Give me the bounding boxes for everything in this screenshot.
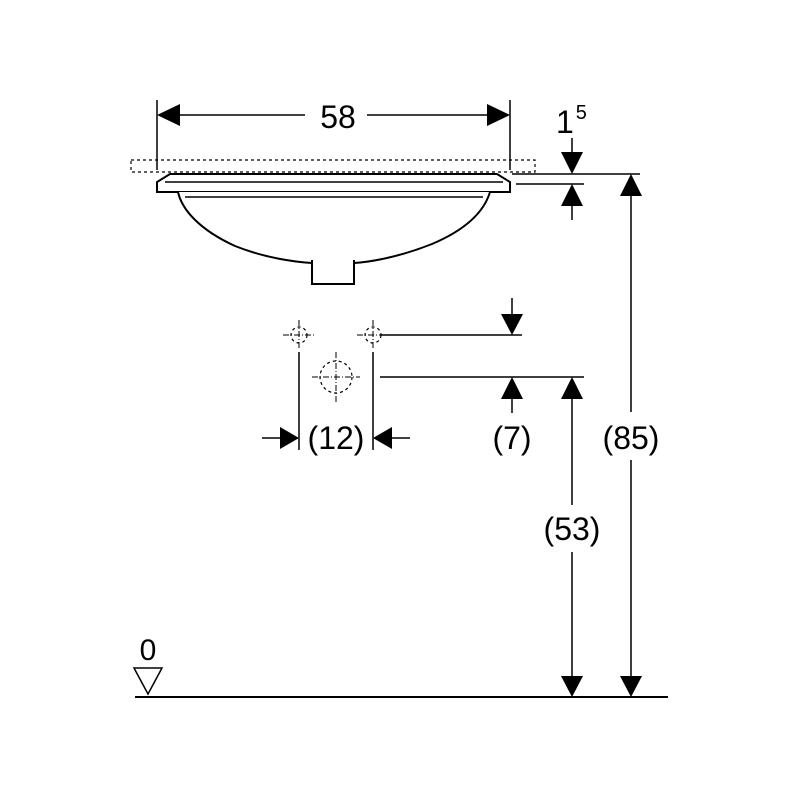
drain-height-label: (53) xyxy=(544,511,601,547)
arrowhead-up xyxy=(561,184,583,206)
basin-outline xyxy=(130,159,536,285)
level-marker-icon xyxy=(132,667,164,696)
tap-offset-label: (7) xyxy=(492,420,531,456)
arrowhead-down xyxy=(561,152,583,174)
arrowhead-left xyxy=(157,104,180,126)
arrowhead-down xyxy=(620,676,642,697)
tap-spacing-dimension: (12) xyxy=(262,352,410,456)
rim-height-dimension: (85) xyxy=(603,174,660,697)
basin-rim xyxy=(156,173,511,193)
drain-outlet xyxy=(311,260,355,285)
arrowhead-down xyxy=(561,676,583,697)
arrowhead-down xyxy=(501,314,523,335)
rim-thickness-base: 1 xyxy=(556,104,574,140)
floor-reference: 0 xyxy=(132,634,668,698)
rim-height-label: (85) xyxy=(603,420,660,456)
arrowhead-right xyxy=(280,427,299,449)
tap-offset-dimension: (7) xyxy=(380,298,584,456)
arrowhead-right xyxy=(487,104,510,126)
arrowhead-left xyxy=(373,427,392,449)
tap-spacing-label: (12) xyxy=(308,420,365,456)
arrowhead-up xyxy=(501,377,523,399)
width-label: 58 xyxy=(320,99,356,135)
countertop-outline xyxy=(130,159,536,173)
floor-level-label: 0 xyxy=(140,634,157,667)
arrowhead-up xyxy=(561,377,583,399)
tap-hole-left xyxy=(283,320,315,350)
drain-hole xyxy=(312,352,360,402)
basin-bowl xyxy=(177,191,491,264)
arrowhead-up xyxy=(620,174,642,196)
width-dimension: 58 xyxy=(156,99,511,170)
drain-height-dimension: (53) xyxy=(544,377,601,697)
rim-thickness-superscript: 5 xyxy=(576,102,587,124)
